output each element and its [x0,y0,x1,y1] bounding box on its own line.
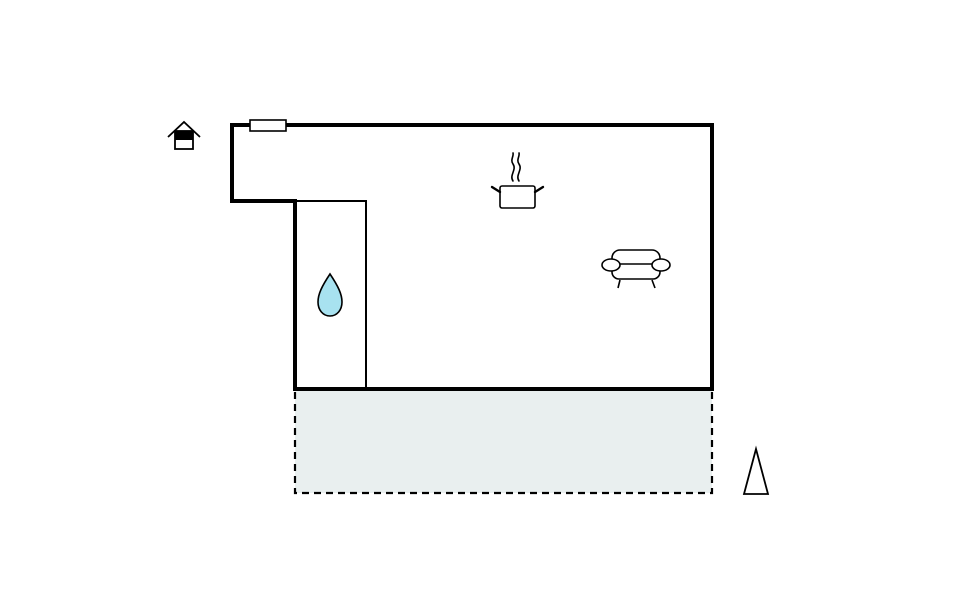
north-arrow-icon [742,445,770,495]
entrance-icon [167,120,201,150]
bathroom-wall [295,200,367,389]
sofa-icon [601,249,671,289]
water-drop-icon [317,272,343,317]
outer-walls [230,123,714,391]
terrace-area [293,387,714,495]
cooking-pot-icon [490,152,545,209]
window-icon [249,119,287,132]
